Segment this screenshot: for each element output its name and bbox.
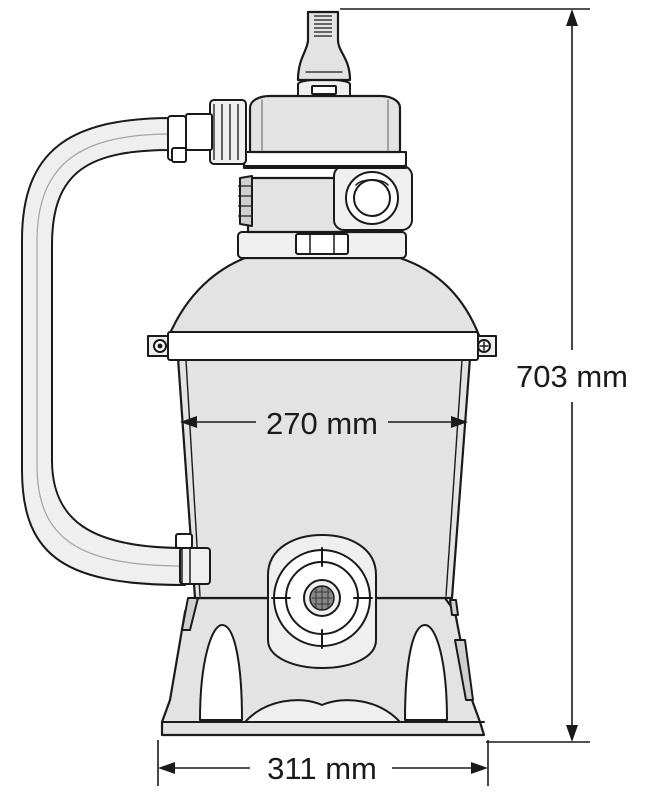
base-width-dimension: 311 mm <box>157 740 489 786</box>
height-dimension-label: 703 mm <box>516 359 628 394</box>
lower-hose-fitting <box>175 533 211 585</box>
multiport-valve <box>167 10 413 259</box>
tank-width-dimension-label: 270 mm <box>266 406 378 441</box>
base-width-dimension-label: 311 mm <box>267 751 377 786</box>
height-dimension: 703 mm <box>340 8 628 743</box>
tank-width-dimension: 270 mm <box>180 406 468 441</box>
drain-port <box>267 534 377 669</box>
